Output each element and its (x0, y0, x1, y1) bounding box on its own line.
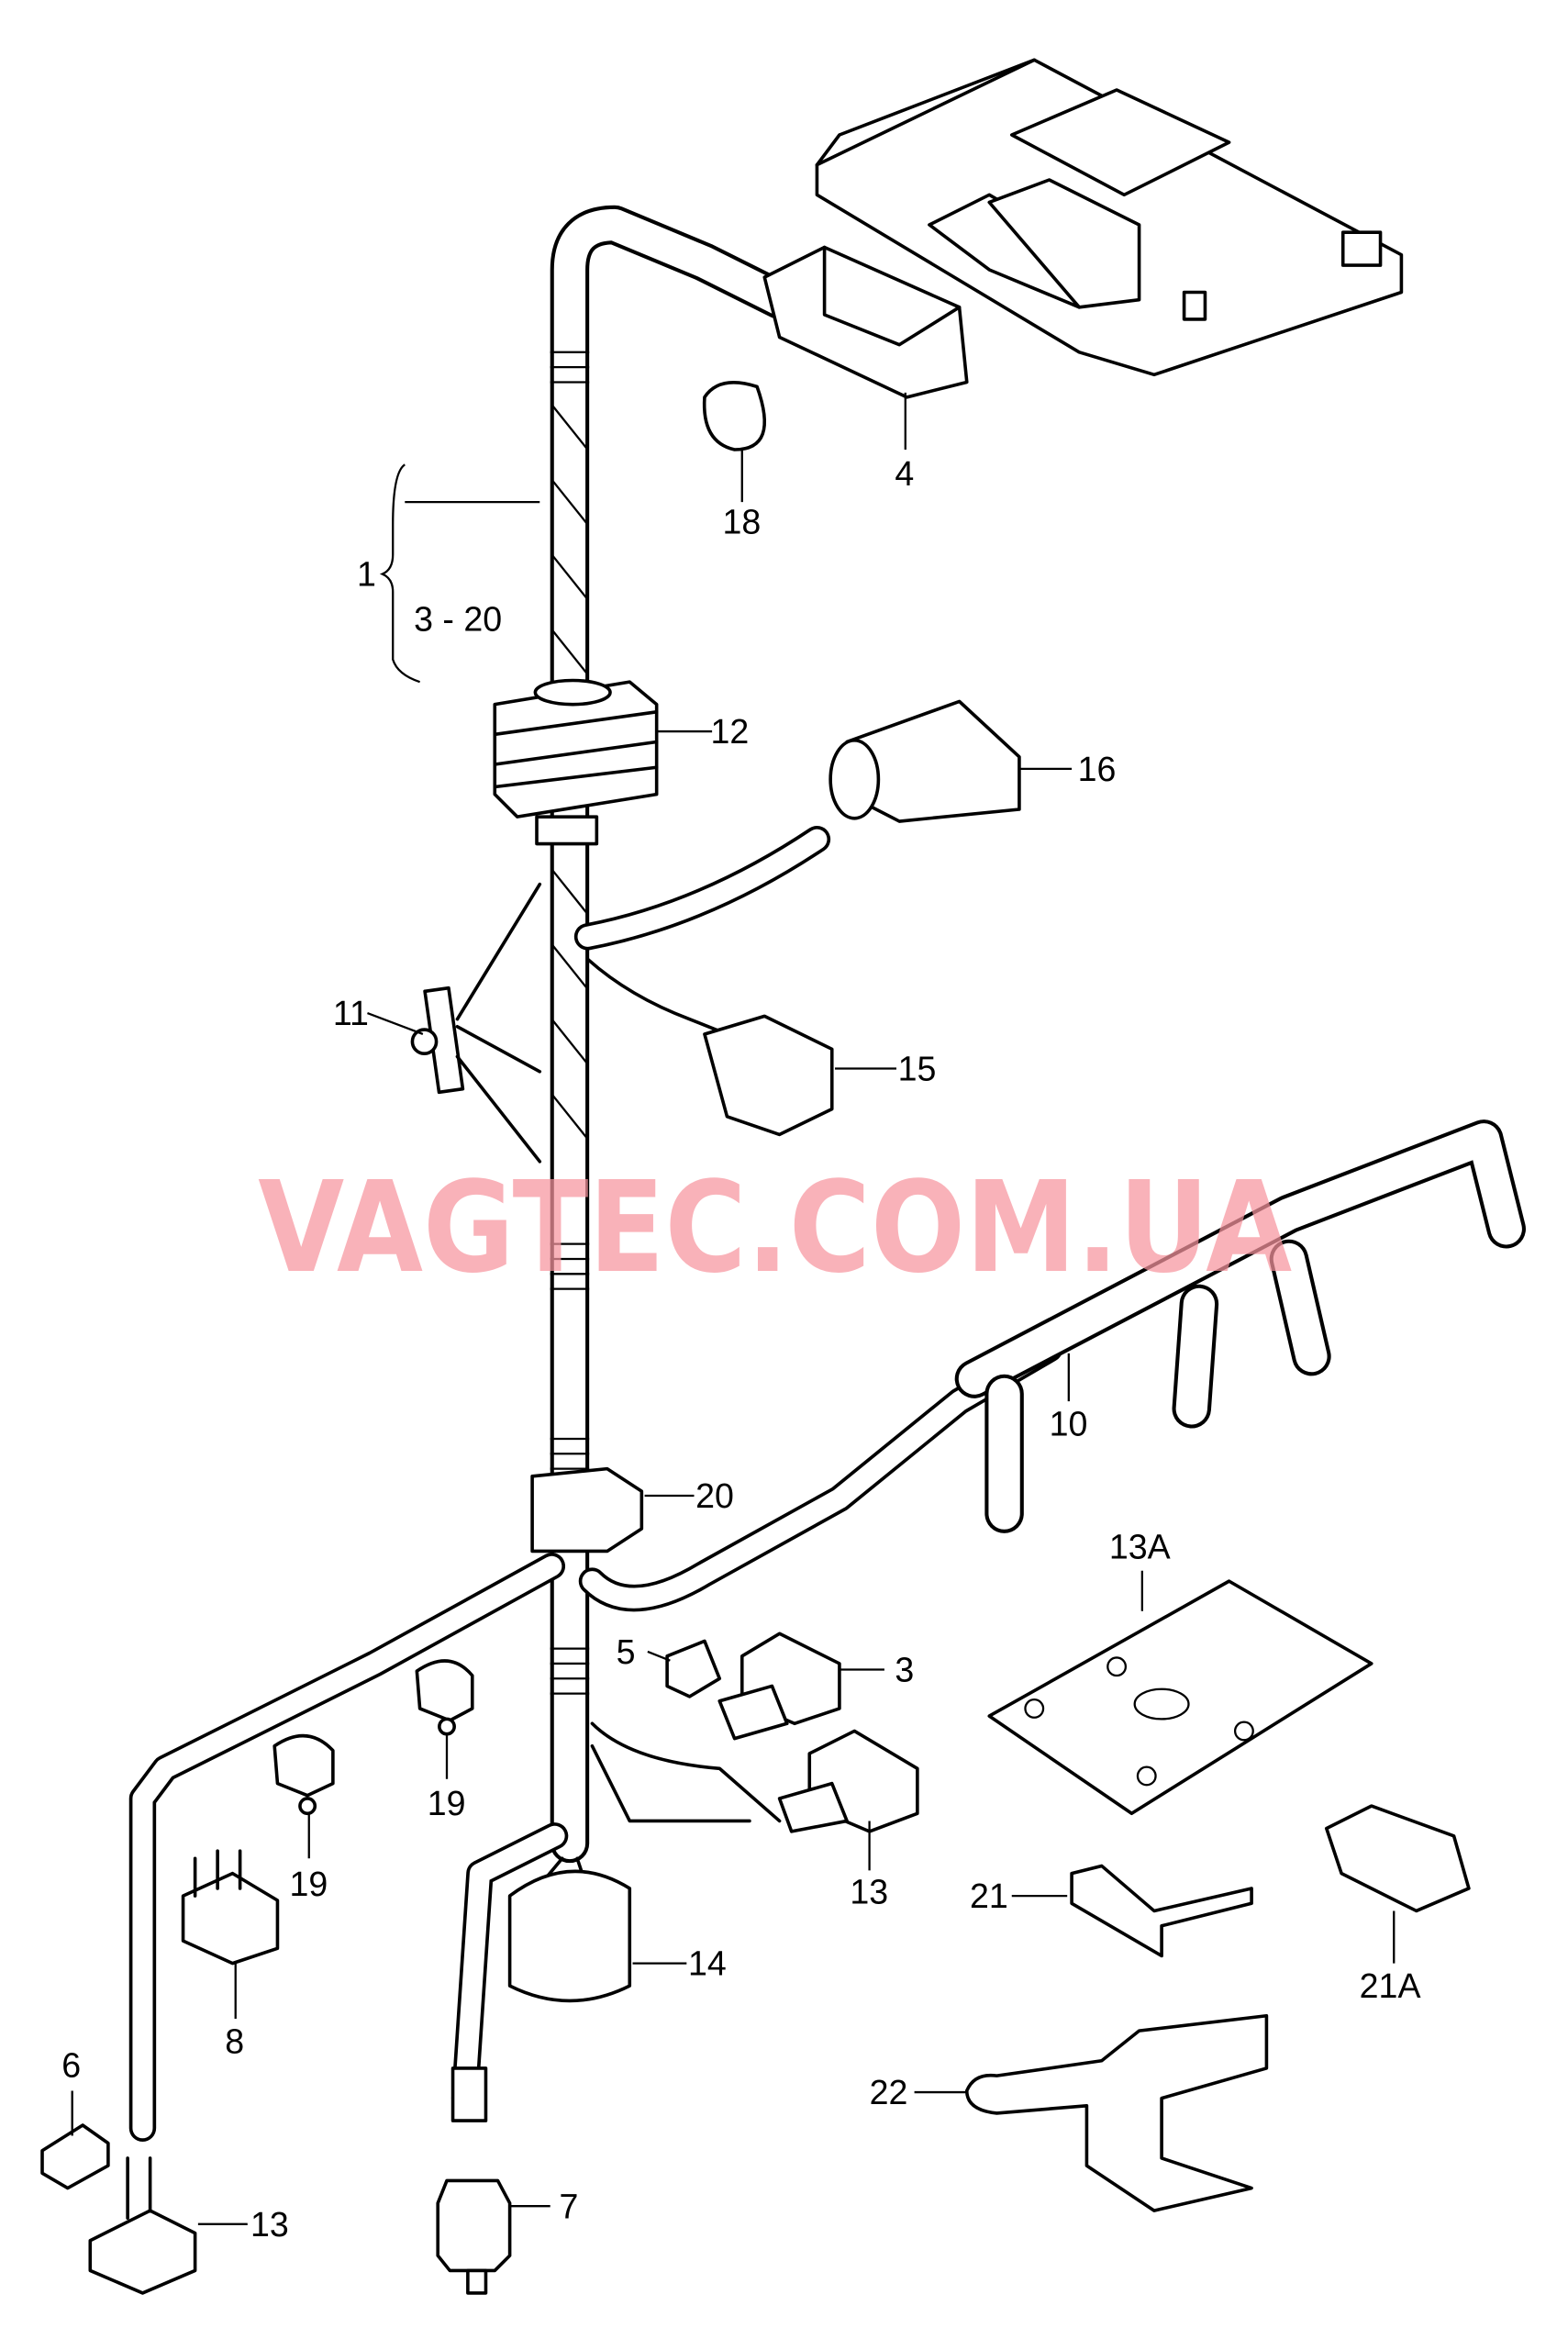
engine-control-unit (815, 58, 1404, 377)
part-6-clip (40, 2123, 110, 2190)
callout-12: 12 (710, 712, 749, 751)
callout-20: 20 (695, 1476, 734, 1515)
callout-3: 3 (895, 1651, 914, 1689)
part-18-clip (702, 381, 766, 451)
main-harness (128, 205, 1526, 2142)
callout-8: 8 (225, 2022, 244, 2061)
part-14-connector (507, 1869, 632, 2003)
part-13A-plate (987, 1579, 1373, 1816)
callout-labels: 1 3 - 20 18 4 12 16 11 15 10 20 13A 5 3 … (61, 454, 1420, 2244)
callout-16: 16 (1078, 750, 1117, 788)
part-5-cap (665, 1639, 722, 1698)
callout-1-range: 3 - 20 (414, 600, 502, 639)
callout-18: 18 (723, 502, 762, 540)
callout-7: 7 (560, 2187, 579, 2225)
part-4-connector (762, 245, 969, 399)
leader-lines (71, 392, 1396, 2225)
part-19-sensor-b (272, 1733, 335, 1816)
callout-21A: 21A (1360, 1966, 1421, 2005)
part-7-sensor (436, 2066, 512, 2295)
callout-4: 4 (895, 454, 914, 493)
callout-10: 10 (1050, 1405, 1088, 1443)
callout-21: 21 (970, 1877, 1008, 1915)
part-3-connector (717, 1632, 841, 1741)
callout-19-lower: 19 (290, 1865, 328, 1903)
callout-13-right: 13 (850, 1872, 888, 1910)
part-12-grommet (493, 678, 659, 846)
callout-11: 11 (333, 994, 369, 1032)
callout-13-left: 13 (250, 2205, 289, 2244)
callout-14: 14 (688, 1944, 727, 1983)
part-20-bracket (530, 1466, 644, 1554)
callout-22: 22 (870, 2073, 908, 2111)
callout-1: 1 (357, 555, 376, 594)
part-13-connector (777, 1729, 919, 1833)
part-15-connector (703, 1014, 834, 1137)
part-21-bracket (1070, 1864, 1253, 1958)
part-13-connector-b (88, 2156, 197, 2295)
part-16-connector (828, 699, 1021, 823)
callout-6: 6 (61, 2046, 81, 2085)
watermark: VAGTEC.COM.UA (258, 1155, 1292, 1301)
part-22-bracket (964, 2013, 1269, 2212)
callout-5: 5 (617, 1632, 636, 1671)
part-19-sensor-a (415, 1659, 474, 1736)
callout-15: 15 (898, 1050, 937, 1088)
part-21A-clip (1324, 1804, 1471, 1913)
callout-13A: 13A (1109, 1528, 1171, 1566)
part-8-connector (181, 1849, 280, 1966)
callout-19-upper: 19 (428, 1784, 466, 1822)
part-11-clip (410, 882, 542, 1164)
